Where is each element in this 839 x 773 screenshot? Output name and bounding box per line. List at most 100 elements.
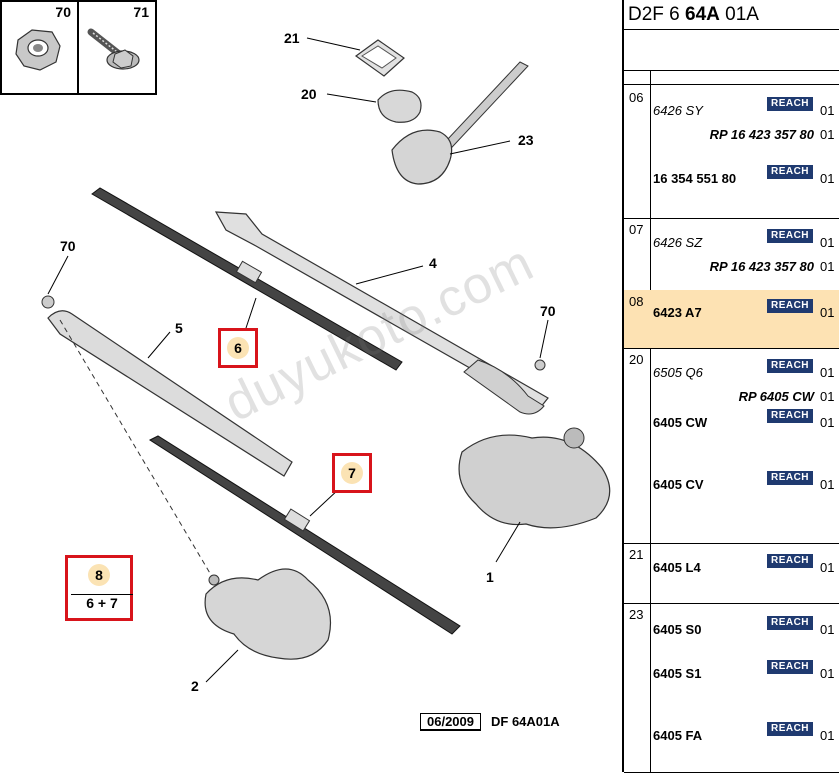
group-code: 23	[629, 607, 644, 622]
header-bold: 64A	[685, 4, 720, 25]
watermark: duyukoto.com	[215, 233, 543, 434]
part-reference: 6405 FA	[653, 728, 703, 743]
thumbnail-bolt[interactable]: 71	[77, 0, 157, 95]
quantity: 01	[820, 305, 835, 320]
part-2-linkage	[204, 568, 332, 660]
callout-1: 1	[486, 569, 494, 585]
part-1-motor	[458, 359, 611, 529]
replacement-reference: RP 16 423 357 80	[709, 127, 814, 142]
nut-icon	[15, 29, 61, 71]
quantity: 01	[820, 415, 835, 430]
quantity: 01	[820, 127, 835, 142]
divider	[624, 348, 839, 349]
part-row[interactable]: 6405 S0 REACH 01	[624, 616, 839, 641]
part-row[interactable]: 6405 S1 REACH 01	[624, 660, 839, 685]
part-reference: 6405 S1	[653, 666, 702, 681]
callout-23: 23	[518, 132, 534, 148]
reach-badge: REACH	[767, 97, 813, 111]
group-code: 20	[629, 352, 644, 367]
reach-badge: REACH	[767, 299, 813, 313]
highlight-number: 8	[88, 564, 110, 586]
quantity: 01	[820, 728, 835, 743]
quantity: 01	[820, 622, 835, 637]
panel-header: D2F 6 64A 01A	[624, 0, 839, 30]
quantity: 01	[820, 259, 835, 274]
header-prefix: D2F 6	[628, 4, 686, 25]
part-21-clip	[354, 39, 405, 77]
part-7-blade	[148, 435, 461, 635]
reach-badge: REACH	[767, 660, 813, 674]
part-reference: 6405 S0	[653, 622, 702, 637]
divider	[624, 84, 839, 85]
thumbnail-number: 71	[133, 4, 149, 20]
group-code: 06	[629, 90, 644, 105]
part-20-cap	[377, 89, 422, 123]
callout-70-right: 70	[540, 303, 556, 319]
part-reference: 6405 CW	[653, 415, 708, 430]
quantity: 01	[820, 477, 835, 492]
reach-badge: REACH	[767, 616, 813, 630]
quantity: 01	[820, 365, 835, 380]
reach-badge: REACH	[767, 722, 813, 736]
callout-2: 2	[191, 678, 199, 694]
divider	[624, 70, 839, 71]
part-row[interactable]: 6405 CW REACH 01	[624, 409, 839, 434]
thumbnail-nut[interactable]: 70	[0, 0, 79, 95]
replacement-reference: RP 6405 CW	[738, 389, 814, 404]
quantity: 01	[820, 389, 835, 404]
part-row[interactable]: 6423 A7 REACH 01	[624, 299, 839, 324]
quantity: 01	[820, 666, 835, 681]
part-row[interactable]: RP 16 423 357 80 01	[624, 124, 839, 146]
header-suffix: 01A	[719, 4, 759, 25]
callout-4: 4	[429, 255, 437, 271]
part-23-arm	[391, 61, 529, 185]
parts-group-23[interactable]: 23 6405 S0 REACH 01 6405 S1 REACH 01 6405 FA REA…	[624, 603, 839, 772]
part-row[interactable]: RP 16 423 357 80 01	[624, 256, 839, 278]
callout-5: 5	[175, 320, 183, 336]
quantity: 01	[820, 560, 835, 575]
part-reference: 6405 CV	[653, 477, 704, 492]
highlight-box-7[interactable]: 7	[332, 453, 372, 493]
callout-70-left: 70	[60, 238, 76, 254]
part-row[interactable]: RP 6405 CW 01	[624, 386, 839, 408]
column-divider	[650, 70, 651, 772]
part-reference: 6423 A7	[653, 305, 702, 320]
highlight-box-6[interactable]: 6	[218, 328, 258, 368]
part-row[interactable]: 6405 FA REACH 01	[624, 722, 839, 747]
reach-badge: REACH	[767, 409, 813, 423]
group-code: 21	[629, 547, 644, 562]
replacement-reference: RP 16 423 357 80	[709, 259, 814, 274]
highlight-subtitle: 6 + 7	[71, 594, 133, 611]
footer-code: DF 64A01A	[491, 714, 560, 729]
reach-badge: REACH	[767, 471, 813, 485]
part-reference: 6426 SY	[653, 103, 703, 118]
quantity: 01	[820, 235, 835, 250]
part-row[interactable]: 6405 CV REACH 01	[624, 471, 839, 496]
reach-badge: REACH	[767, 554, 813, 568]
thumbnail-number: 70	[55, 4, 71, 20]
exploded-parts-diagram: 70 71	[0, 0, 611, 731]
reach-badge: REACH	[767, 165, 813, 179]
divider	[624, 603, 839, 604]
highlight-box-8[interactable]: 8 6 + 7	[65, 555, 133, 621]
bolt-icon	[87, 28, 140, 70]
part-reference: 6505 Q6	[653, 365, 703, 380]
group-code: 07	[629, 222, 644, 237]
divider	[624, 218, 839, 219]
highlight-number: 6	[227, 337, 249, 359]
divider	[624, 543, 839, 544]
highlight-number: 7	[341, 462, 363, 484]
part-reference: 16 354 551 80	[653, 171, 737, 186]
